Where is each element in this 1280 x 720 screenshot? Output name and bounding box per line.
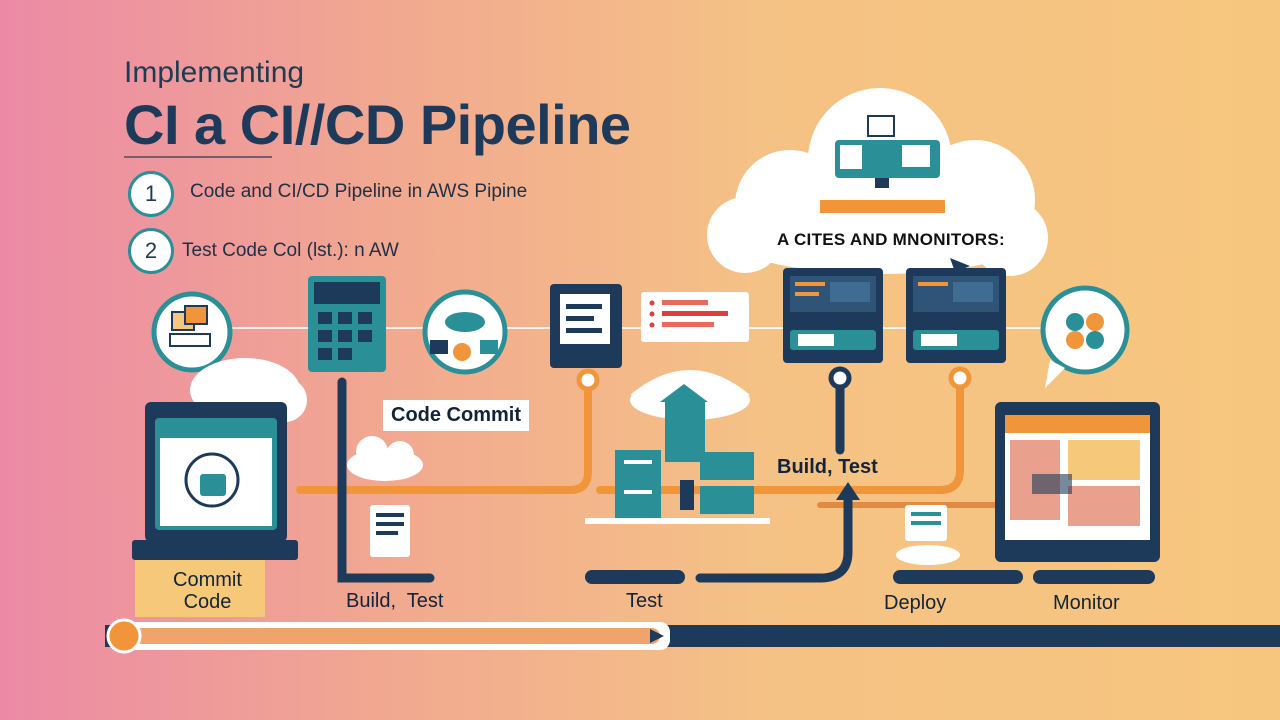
checklist-card-icon xyxy=(641,292,749,342)
stage-commit-line2: Code xyxy=(183,591,232,613)
stage-monitor: Monitor xyxy=(1053,592,1120,614)
cloud-build-circle-icon xyxy=(422,289,508,375)
code-repo-circle-icon xyxy=(151,291,233,373)
page-title: CI a CI//CD Pipeline xyxy=(124,93,631,156)
stage-build-test: Build, Test xyxy=(346,590,444,612)
page-subtitle: Implementing xyxy=(124,56,305,89)
monitor-circle-icon xyxy=(1040,285,1130,388)
progress-bar xyxy=(105,618,1280,654)
stage-commit-line1: Commit xyxy=(173,569,242,591)
laptop-icon xyxy=(132,358,307,617)
step-1-badge: 1 xyxy=(128,171,174,217)
document-stack-icon xyxy=(370,505,410,557)
stage-commit-code: Commit Code xyxy=(150,569,265,613)
deploy-machine-icon xyxy=(896,505,960,565)
small-cloud-icon xyxy=(347,436,423,481)
code-commit-label: Code Commit xyxy=(383,400,529,431)
document-screen-icon xyxy=(550,284,622,368)
title-divider xyxy=(124,156,272,158)
server-rack-right xyxy=(906,268,1006,363)
test-servers-icon xyxy=(585,370,770,524)
step-2-text: Test Code Col (lst.): n AW xyxy=(182,240,399,261)
server-rack-left xyxy=(783,268,883,363)
cloud-monitor-icon xyxy=(820,115,945,213)
monitor-dashboard-icon xyxy=(995,402,1160,562)
stage-bars xyxy=(585,570,1155,584)
stage-deploy: Deploy xyxy=(884,592,947,614)
stage-test: Test xyxy=(626,590,663,612)
step-2-badge: 2 xyxy=(128,228,174,274)
grid-tile-icon xyxy=(308,276,386,372)
cloud-caption: A CITES AND MNONITORS: xyxy=(777,230,1005,249)
build-test-label: Build, Test xyxy=(777,456,878,478)
navy-flow-lines xyxy=(337,373,853,583)
step-1-text: Code and CI/CD Pipeline in AWS Pipine xyxy=(190,181,528,202)
